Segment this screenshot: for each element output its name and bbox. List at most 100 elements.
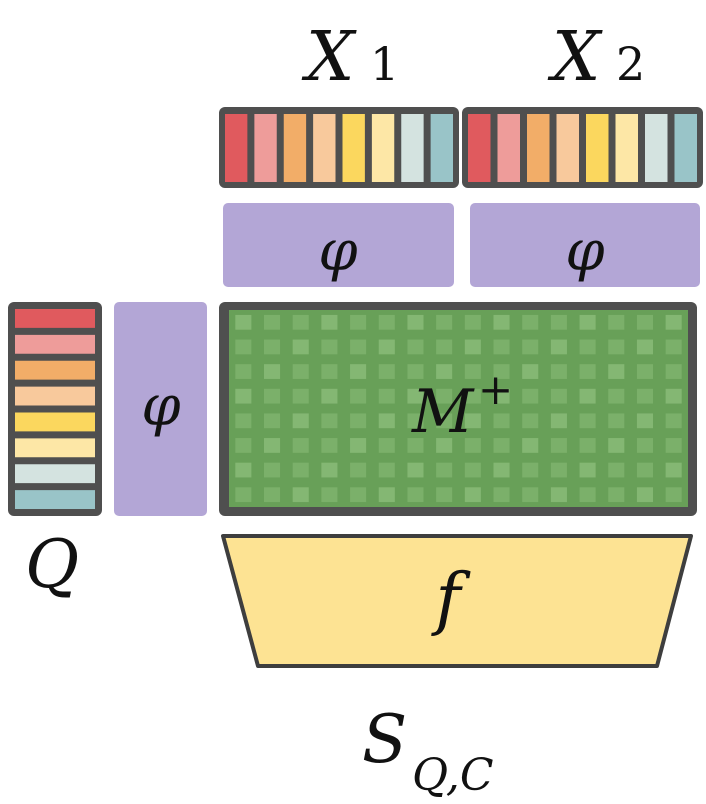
matrix-cell — [263, 388, 281, 404]
matrix-cell — [636, 339, 654, 355]
matrix-cell — [321, 364, 338, 379]
matrix-cell — [436, 364, 453, 379]
matrix-cell — [608, 462, 625, 478]
vector-stripe — [313, 114, 336, 182]
matrix-cell — [407, 388, 424, 404]
score-label: S — [362, 701, 407, 778]
x2-label: X — [547, 18, 603, 97]
matrix-cell — [579, 413, 596, 429]
matrix-cell — [579, 339, 596, 355]
matrix-cell — [579, 314, 596, 330]
matrix-cell — [493, 487, 510, 503]
matrix-cell — [550, 413, 567, 429]
matrix-cell — [235, 487, 252, 503]
vector-stripe — [225, 114, 248, 182]
matrix-cell — [493, 388, 510, 404]
matrix-cell — [550, 314, 567, 330]
matrix-cell — [636, 388, 654, 404]
matrix-cell — [464, 413, 481, 429]
vector-stripe — [15, 309, 95, 328]
vector-stripe — [15, 490, 95, 509]
matrix-cell — [321, 413, 338, 429]
matrix-cell — [378, 438, 395, 453]
matrix-cell — [350, 364, 367, 379]
query-label: Q — [25, 526, 79, 603]
matrix-cell — [579, 438, 596, 453]
matrix-cell — [263, 487, 281, 503]
matrix-cell — [665, 339, 682, 355]
matrix-cell — [493, 339, 510, 355]
matrix-cell — [550, 438, 567, 453]
matrix-cell — [235, 314, 252, 330]
matrix-cell — [608, 388, 625, 404]
matrix-cell — [436, 462, 453, 478]
matrix-cell — [522, 339, 539, 355]
vector-stripe — [342, 114, 365, 182]
matrix-cell — [550, 487, 567, 503]
matrix-cell — [665, 462, 682, 478]
x2-stripes — [468, 114, 697, 182]
vector-stripe — [371, 114, 395, 182]
vector-stripe — [15, 412, 95, 432]
matrix-cell — [350, 413, 367, 429]
matrix-cell — [292, 339, 309, 355]
x2-subscript: 2 — [616, 37, 645, 91]
matrix-cell — [407, 487, 424, 503]
matrix-cell — [407, 413, 424, 429]
matrix-cell — [378, 364, 395, 379]
matrix-cell — [292, 314, 309, 330]
matrix-cell — [263, 438, 281, 453]
matrix-cell — [378, 339, 395, 355]
matrix-cell — [235, 438, 252, 453]
matrix-cell — [378, 413, 395, 429]
matrix-label: M — [411, 377, 475, 447]
matrix-cell — [464, 388, 481, 404]
matrix-cell — [292, 413, 309, 429]
matrix-cell — [608, 487, 625, 503]
matrix-cell — [665, 364, 682, 379]
vector-stripe — [15, 438, 95, 458]
matrix-cell — [550, 388, 567, 404]
matrix-cell — [378, 314, 395, 330]
matrix-cell — [436, 487, 453, 503]
matrix-cell — [436, 314, 453, 330]
vector-stripe — [527, 114, 550, 182]
matrix-cell — [665, 438, 682, 453]
x1-subscript: 1 — [370, 37, 399, 91]
matrix-cell — [235, 364, 252, 379]
matrix-cell — [522, 314, 539, 330]
matrix-cell — [350, 462, 367, 478]
matrix-cell — [464, 364, 481, 379]
vector-stripe — [15, 464, 95, 484]
matrix-cell — [263, 364, 281, 379]
vector-stripe — [430, 114, 453, 182]
matrix-cell — [292, 364, 309, 379]
vector-stripe — [283, 114, 307, 182]
matrix-cell — [493, 314, 510, 330]
matrix-cell — [436, 339, 453, 355]
matrix-cell — [378, 388, 395, 404]
matrix-cell — [636, 364, 654, 379]
vector-stripe — [401, 114, 424, 182]
matrix-cell — [550, 339, 567, 355]
matrix-cell — [522, 413, 539, 429]
matrix-cell — [292, 487, 309, 503]
matrix-cell — [636, 438, 654, 453]
vector-stripe — [254, 114, 277, 182]
matrix-cell — [235, 462, 252, 478]
matrix-cell — [464, 438, 481, 453]
matrix-cell — [636, 487, 654, 503]
vector-stripe — [674, 114, 697, 182]
context-vector-x2 — [462, 107, 703, 188]
matrix-cell — [350, 487, 367, 503]
matrix-cell — [350, 388, 367, 404]
matrix-cell — [665, 413, 682, 429]
matrix-cell — [292, 438, 309, 453]
vector-stripe — [15, 386, 95, 406]
x1-label: X — [301, 18, 357, 97]
matrix-cell — [550, 364, 567, 379]
score-subscript: Q,C — [412, 750, 494, 801]
matrix-cell — [321, 462, 338, 478]
matrix-cell — [579, 487, 596, 503]
